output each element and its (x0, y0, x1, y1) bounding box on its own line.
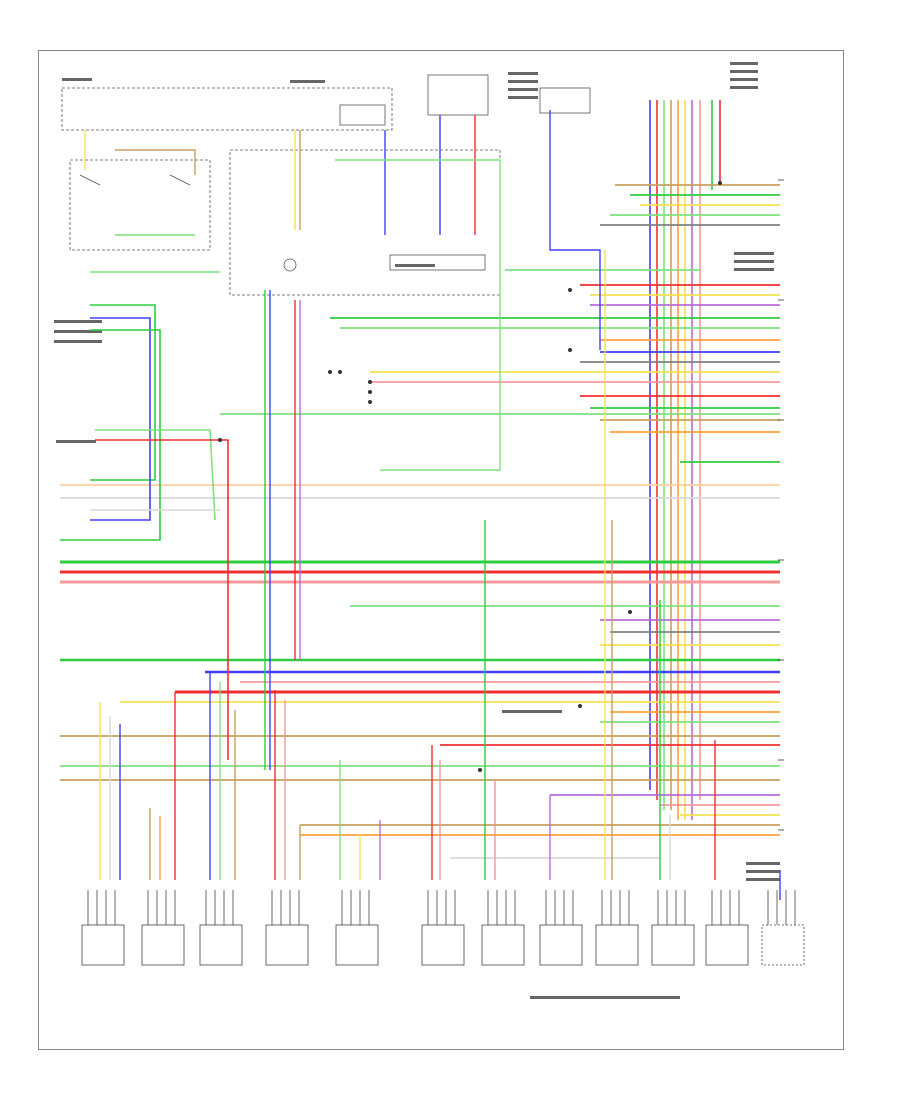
main-relay-box (229, 104, 501, 296)
top-left-fuse-box (61, 87, 393, 131)
component-connector (539, 924, 583, 966)
component-connector (651, 924, 695, 966)
left-loops (60, 304, 229, 760)
top-right-sensor-box (427, 74, 591, 116)
horizontal-wires (60, 184, 780, 859)
component-connector (335, 924, 379, 966)
component-connector (265, 924, 309, 966)
top-left-traces (84, 110, 601, 770)
splice-points (218, 181, 722, 772)
component-connector (705, 924, 749, 966)
diagram-frame (38, 50, 844, 1050)
bottom-connector-row (81, 890, 805, 966)
component-connector (761, 924, 805, 966)
component-connector (141, 924, 185, 966)
component-connector (595, 924, 639, 966)
component-connector (421, 924, 465, 966)
component-connector (81, 924, 125, 966)
ignition-switch (69, 159, 211, 251)
right-vertical-bundle (649, 100, 721, 820)
connector-drops (99, 250, 781, 900)
component-connector (481, 924, 525, 966)
label-scribbles (54, 62, 780, 999)
component-connector (199, 924, 243, 966)
right-terminals (778, 179, 784, 831)
